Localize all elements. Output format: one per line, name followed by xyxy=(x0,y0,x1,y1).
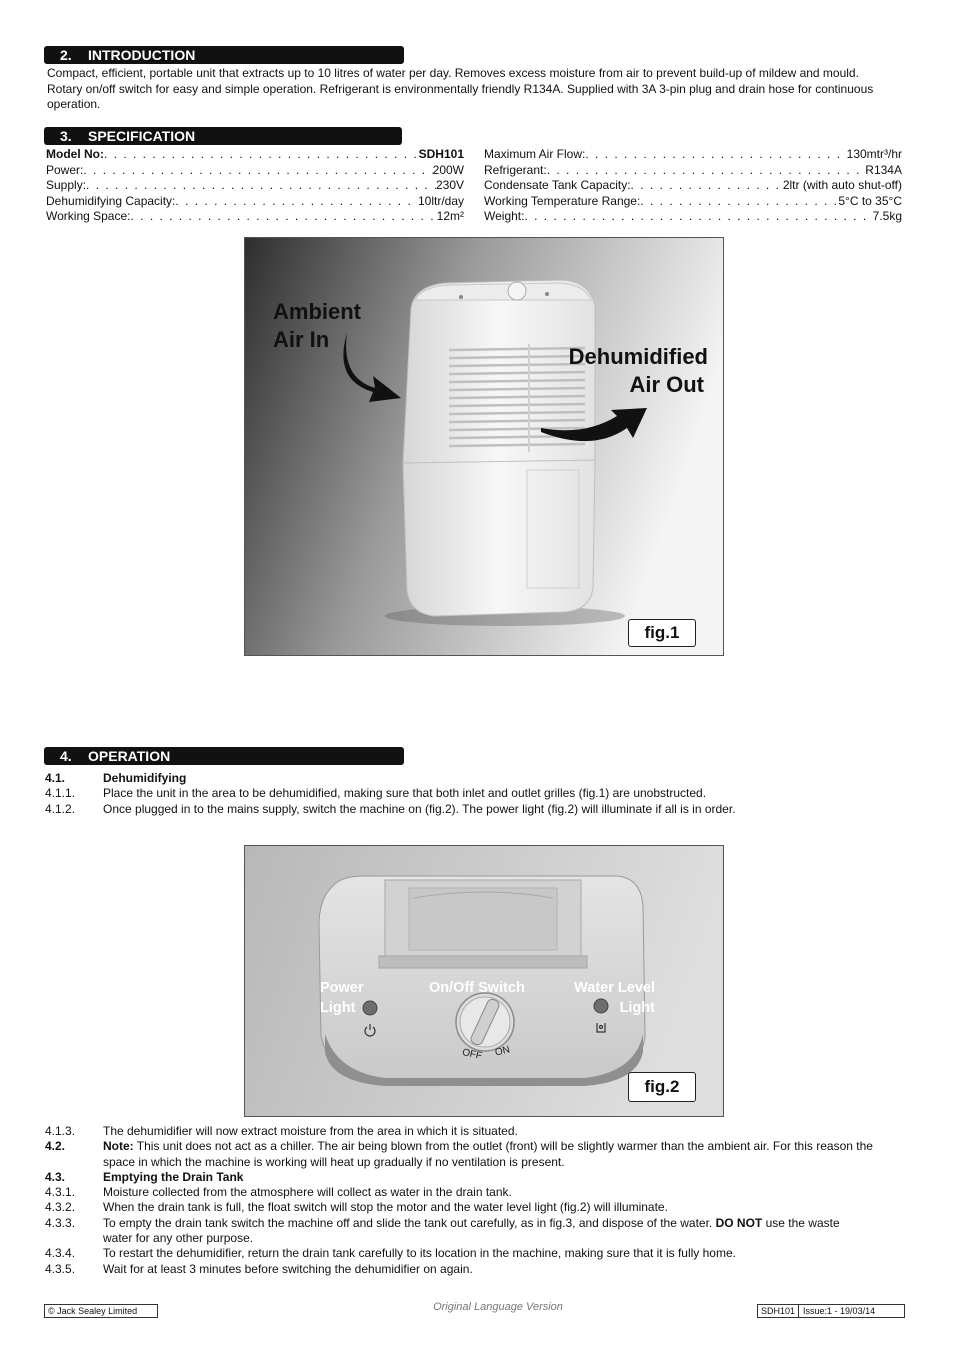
spec-row: Model No: SDH101 xyxy=(46,147,464,163)
power-light-label: Power Light xyxy=(320,980,364,1016)
spec-leader-dots xyxy=(86,178,436,194)
spec-value: 230V xyxy=(435,178,464,192)
spec-leader-dots xyxy=(524,209,872,225)
spec-row: Weight: 7.5kg xyxy=(484,209,902,225)
spec-row: Dehumidifying Capacity: 10ltr/day xyxy=(46,194,464,210)
spec-label: Working Space: xyxy=(46,209,131,223)
spec-row: Supply: 230V xyxy=(46,178,464,194)
list-item: 4.3.3. To empty the drain tank switch th… xyxy=(45,1215,840,1246)
spec-label: Maximum Air Flow: xyxy=(484,147,586,161)
spec-label: Weight: xyxy=(484,209,525,223)
spec-value: 12m² xyxy=(436,209,464,223)
spec-value: R134A xyxy=(865,162,902,177)
spec-label: Condensate Tank Capacity: xyxy=(484,178,631,192)
spec-row: Working Space: 12m² xyxy=(46,209,464,225)
spec-label: Supply: xyxy=(46,178,87,192)
fig2-label: fig.2 xyxy=(628,1072,696,1102)
spec-leader-dots xyxy=(547,163,866,179)
footer-language-version: Original Language Version xyxy=(433,1301,563,1313)
spec-row: Refrigerant: R134A xyxy=(484,163,902,179)
list-item: 4.3.4. To restart the dehumidifier, retu… xyxy=(45,1246,736,1261)
spec-row: Maximum Air Flow: 130mtr³/hr xyxy=(484,147,902,163)
spec-label: Model No: xyxy=(46,147,104,161)
spec-leader-dots xyxy=(640,194,838,210)
ambient-air-in-label: Ambient Air In xyxy=(273,299,361,352)
spec-label: Working Temperature Range: xyxy=(484,193,641,208)
spec-label: Refrigerant: xyxy=(484,162,547,177)
intro-text: Compact, efficient, portable unit that e… xyxy=(47,66,874,111)
spec-row: Condensate Tank Capacity: 2ltr (with auto… xyxy=(484,178,902,194)
spec-leader-dots xyxy=(175,194,418,210)
list-item: 4.1.Dehumidifying xyxy=(45,771,187,785)
list-item: 4.2. Note: This unit does not act as a c… xyxy=(45,1139,873,1169)
list-item: 4.3.2. When the drain tank is full, the … xyxy=(45,1200,668,1215)
list-item: 4.3.5. Wait for at least 3 minutes befor… xyxy=(45,1261,473,1276)
intro-heading: 2.INTRODUCTION xyxy=(44,46,404,64)
control-panel-illustration xyxy=(245,846,723,1116)
water-level-light-label: Water Level Light xyxy=(574,980,655,1016)
spec-leader-dots xyxy=(631,178,783,194)
spec-leader-dots xyxy=(83,163,432,179)
footer-issue: Issue:1 - 19/03/14 xyxy=(803,1306,876,1316)
footer-copyright: © Jack Sealey Limited xyxy=(44,1304,158,1318)
footer-issue-box: SDH101 Issue:1 - 19/03/14 xyxy=(757,1304,905,1318)
fig1-label: fig.1 xyxy=(628,619,696,647)
spec-value: 7.5kg xyxy=(872,209,902,223)
list-item: 4.3. Emptying the Drain Tank xyxy=(45,1169,244,1184)
list-item: 4.1.2.Once plugged in to the mains suppl… xyxy=(45,801,736,816)
spec-value: 5°C to 35°C xyxy=(838,193,902,208)
spec-value: 2ltr (with auto shut-off) xyxy=(782,178,902,192)
spec-value: 130mtr³/hr xyxy=(846,147,902,161)
operation-list-bottom: 4.1.3. The dehumidifier will now extract… xyxy=(45,1124,905,1277)
spec-row: Power: 200W xyxy=(46,163,464,179)
spec-right-column: Maximum Air Flow:130mtr³/hrRefrigerant:R… xyxy=(484,147,902,225)
on-off-switch-label: On/Off Switch xyxy=(429,980,525,996)
figure-2: Power Light On/Off Switch Water Level Li… xyxy=(244,845,724,1117)
list-item: 4.3.1. Moisture collected from the atmos… xyxy=(45,1185,512,1200)
list-item: 4.1.3. The dehumidifier will now extract… xyxy=(45,1124,518,1138)
list-item: 4.1.1.Place the unit in the area to be d… xyxy=(45,786,707,801)
spec-leader-dots xyxy=(585,147,846,163)
spec-value: 10ltr/day xyxy=(417,193,464,208)
spec-label: Dehumidifying Capacity: xyxy=(46,193,176,208)
spec-row: Working Temperature Range: 5°C to 35°C xyxy=(484,194,902,210)
spec-value: SDH101 xyxy=(418,147,464,161)
dehumidifier-front-illustration xyxy=(245,238,723,655)
footer-model: SDH101 xyxy=(758,1305,800,1317)
spec-leader-dots xyxy=(131,209,437,225)
water-level-icon xyxy=(596,1023,606,1033)
spec-leader-dots xyxy=(104,147,419,163)
dehumidified-air-out-label: Dehumidified Air Out xyxy=(568,344,708,397)
spec-heading: 3.SPECIFICATION xyxy=(44,127,402,145)
spec-value: 200W xyxy=(432,162,464,177)
spec-label: Power: xyxy=(46,162,84,177)
figure-1: Ambient Air In Dehumidified Air Out fig.… xyxy=(244,237,724,656)
operation-heading: 4.OPERATION xyxy=(44,747,404,765)
